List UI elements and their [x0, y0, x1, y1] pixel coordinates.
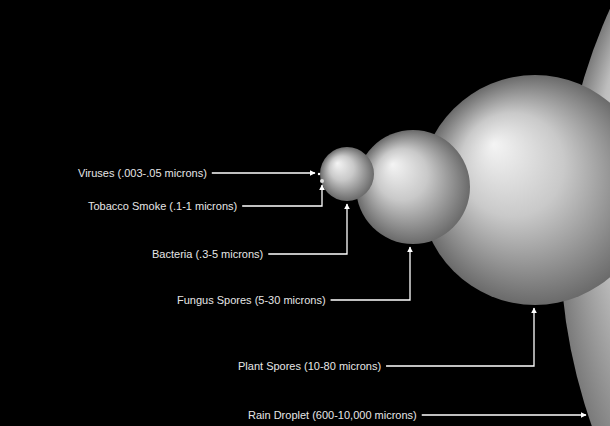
- size-label: Tobacco Smoke (.1-1 microns): [88, 200, 237, 213]
- leader-arrow: [386, 308, 534, 366]
- leader-arrow: [242, 185, 322, 206]
- size-label: Rain Droplet (600-10,000 microns): [248, 409, 417, 422]
- size-label: Viruses (.003-.05 microns): [78, 167, 207, 180]
- virus-particle: [318, 173, 320, 175]
- bacteria-sphere: [320, 147, 374, 201]
- smoke-particle: [320, 179, 324, 183]
- size-label: Bacteria (.3-5 microns): [152, 248, 263, 261]
- leader-arrow: [331, 247, 410, 300]
- leader-arrow: [212, 172, 315, 173]
- leader-arrow: [422, 414, 586, 415]
- leader-arrow: [268, 204, 347, 254]
- size-label: Plant Spores (10-80 microns): [238, 360, 381, 373]
- size-label: Fungus Spores (5-30 microns): [177, 294, 326, 307]
- fungus-spore-sphere: [356, 130, 470, 244]
